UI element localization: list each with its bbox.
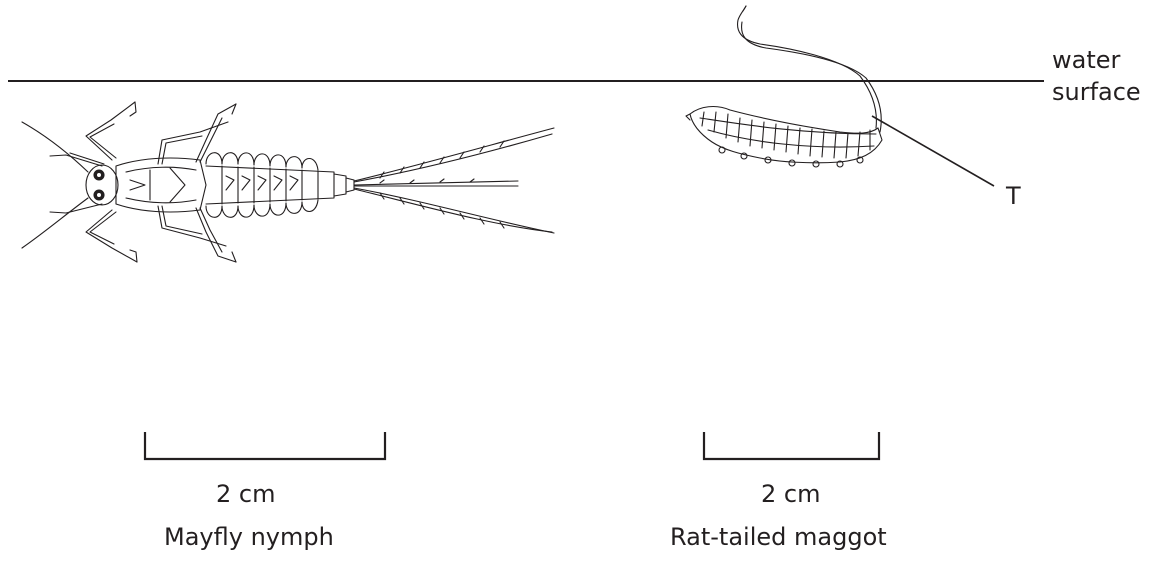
pointer-line-t bbox=[872, 116, 994, 186]
maggot-caption: Rat-tailed maggot bbox=[670, 522, 887, 552]
water-surface-label-line2: surface bbox=[1052, 76, 1141, 108]
scale-bar-mayfly bbox=[145, 432, 385, 459]
label-t: T bbox=[1006, 181, 1021, 211]
rat-tailed-maggot-illustration bbox=[686, 6, 882, 167]
mayfly-caption: Mayfly nymph bbox=[164, 522, 334, 552]
water-surface-label-line1: water bbox=[1052, 44, 1141, 76]
mayfly-scale-label: 2 cm bbox=[216, 479, 275, 509]
maggot-scale-label: 2 cm bbox=[761, 479, 820, 509]
mayfly-nymph-illustration bbox=[22, 102, 554, 262]
water-surface-label: water surface bbox=[1052, 44, 1141, 108]
scale-bar-maggot bbox=[704, 432, 879, 459]
